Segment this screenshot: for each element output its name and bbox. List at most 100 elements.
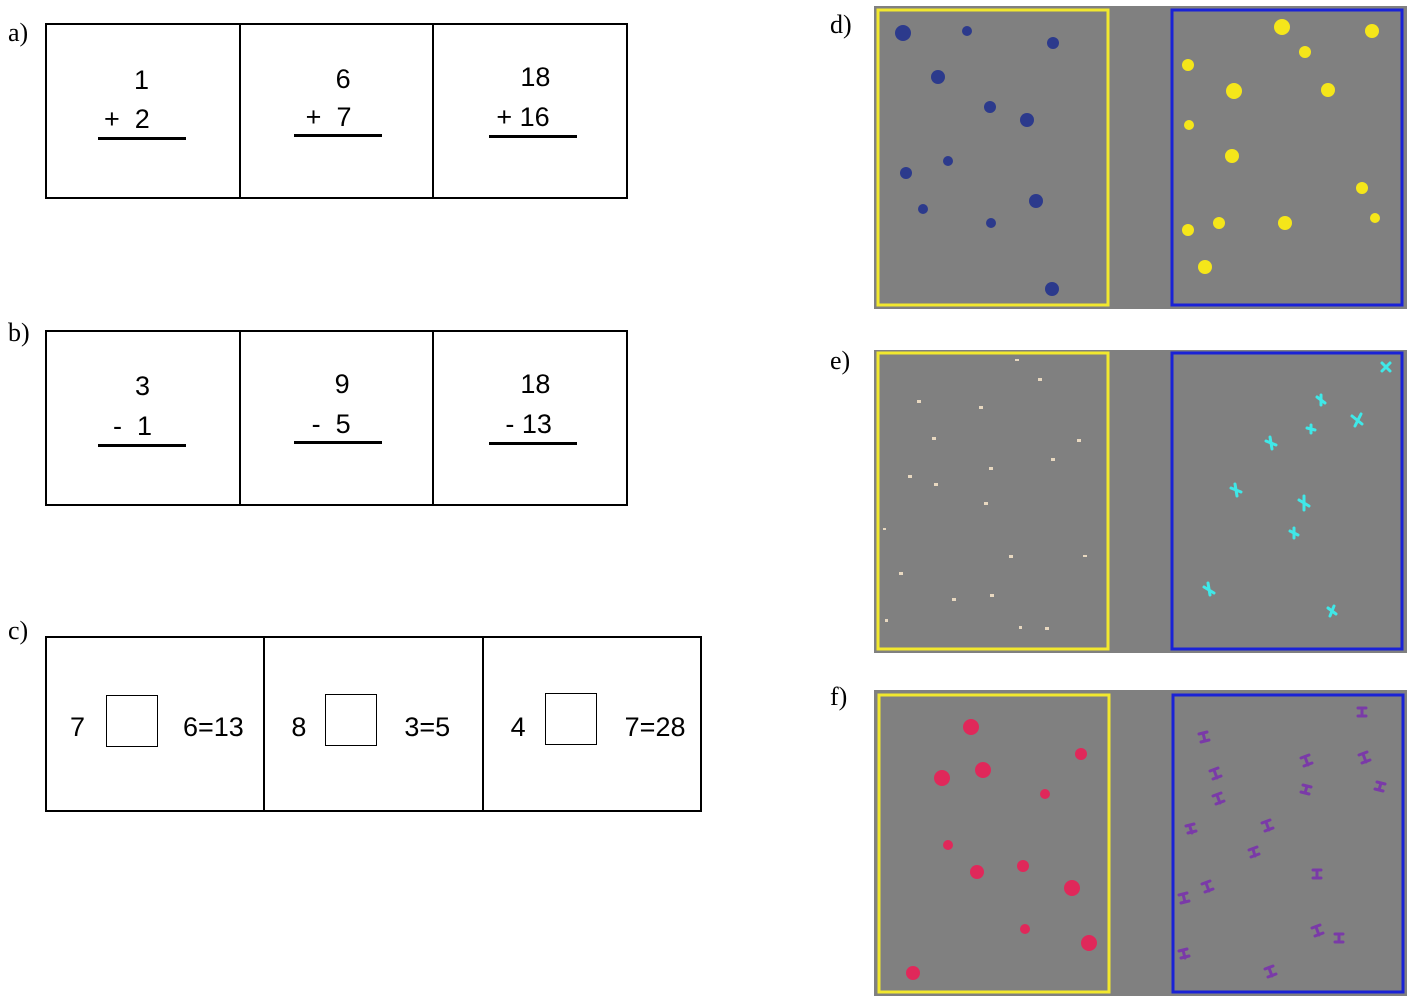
answer-line [98, 137, 186, 140]
bowtie-icon [1263, 964, 1278, 979]
bowtie-icon [1333, 932, 1345, 944]
small-mark-icon [984, 502, 988, 505]
dot-icon [1226, 83, 1242, 99]
dot-icon [1064, 880, 1080, 896]
addition-top-number: 18 [520, 62, 551, 92]
dot-icon [943, 840, 953, 850]
yellow-dots [1182, 19, 1380, 274]
small-mark-icon [1038, 378, 1042, 381]
dot-icon [1274, 19, 1290, 35]
subtraction-cell-1: 3 - 1 [47, 332, 239, 504]
dot-icon [1198, 260, 1212, 274]
small-mark-icon [908, 475, 912, 478]
dot-icon [975, 762, 991, 778]
small-mark-icon [1009, 555, 1013, 558]
dot-icon [943, 156, 953, 166]
addition-cell-1: 1 + 2 [47, 25, 239, 197]
label-a: a) [8, 18, 29, 47]
small-mark-icon [1077, 439, 1081, 442]
cross-icon [1315, 393, 1327, 407]
subtraction-top-number: 9 [334, 369, 350, 399]
addition-cell-2: 6 + 7 [238, 25, 433, 197]
dot-icon [1213, 217, 1225, 229]
small-mark-icon [1015, 359, 1019, 361]
label-f: f) [830, 682, 848, 711]
bowtie-icon [1373, 780, 1387, 793]
dot-icon [1081, 935, 1097, 951]
label-d: d) [830, 10, 852, 39]
dot-icon [906, 966, 920, 980]
dot-icon [1020, 113, 1034, 127]
missing-operator-cell-3: 4 7=28 [481, 638, 700, 810]
bowtie-icon [1260, 818, 1275, 833]
left-operand: 8 [291, 712, 307, 742]
left-frame [876, 351, 1110, 651]
subtraction-top-number: 18 [520, 369, 551, 399]
label-c: c) [8, 616, 29, 645]
dot-icon [1075, 748, 1087, 760]
bowtie-icon [1311, 868, 1323, 880]
small-mark-icon [883, 528, 886, 530]
dot-icon [1370, 213, 1380, 223]
dot-icon [1225, 149, 1239, 163]
small-mark-icon [990, 594, 994, 597]
dot-icon [1365, 24, 1379, 38]
right-side: 7=28 [624, 712, 686, 742]
answer-line [489, 135, 578, 138]
operator-answer-box[interactable] [325, 694, 378, 746]
addition-operand: + 7 [305, 102, 352, 132]
cross-icon [1297, 494, 1311, 512]
cross-icon [1202, 581, 1216, 597]
blue-dots [895, 25, 1059, 296]
subtraction-top-number: 3 [135, 371, 151, 401]
cross-icon [1229, 482, 1243, 498]
dot-icon [1321, 83, 1335, 97]
small-mark-icon [1051, 458, 1055, 461]
dot-icon [962, 26, 972, 36]
right-frame [1171, 693, 1405, 994]
small-mark-icon [899, 572, 903, 575]
purple-marks [1177, 706, 1387, 979]
small-mark-icon [1083, 555, 1087, 557]
small-marks [883, 359, 1087, 630]
small-mark-icon [989, 467, 993, 470]
bowtie-icon [1356, 706, 1368, 718]
bowtie-icon [1310, 923, 1325, 938]
addition-operand: + 2 [104, 104, 150, 134]
subtraction-operand: - 5 [311, 409, 351, 439]
bowtie-icon [1177, 891, 1191, 905]
bowtie-icon [1208, 766, 1223, 781]
bowtie-icon [1299, 783, 1313, 796]
addition-top-number: 6 [335, 64, 351, 94]
bowtie-icon [1211, 791, 1226, 806]
answer-line [293, 441, 382, 444]
addition-operand: + 16 [496, 102, 550, 132]
dot-icon [1182, 59, 1194, 71]
left-frame [876, 8, 1110, 307]
dot-icon [1017, 860, 1029, 872]
small-mark-icon [934, 483, 938, 486]
bowtie-icon [1299, 753, 1314, 768]
subtraction-cell-2: 9 - 5 [238, 332, 433, 504]
subtraction-cell-3: 18 - 13 [432, 332, 626, 504]
answer-line [293, 134, 382, 137]
dot-icon [1020, 924, 1030, 934]
small-mark-icon [917, 400, 921, 403]
operator-answer-box[interactable] [106, 695, 158, 747]
left-frame [877, 693, 1111, 994]
mark-display-f-canvas [877, 693, 1405, 994]
cyan-crosses [1202, 361, 1392, 618]
left-operand: 4 [510, 712, 526, 742]
addition-top-number: 1 [134, 65, 150, 95]
dot-icon [1299, 46, 1311, 58]
bowtie-icon [1197, 730, 1211, 744]
right-frame [1170, 351, 1404, 651]
dot-icon [895, 25, 911, 41]
bowtie-icon [1184, 822, 1198, 835]
dot-display-d-canvas [876, 8, 1404, 307]
operator-answer-box[interactable] [544, 693, 597, 745]
dot-icon [1045, 282, 1059, 296]
cross-icon [1288, 526, 1300, 540]
dot-icon [900, 167, 912, 179]
answer-line [98, 444, 186, 447]
